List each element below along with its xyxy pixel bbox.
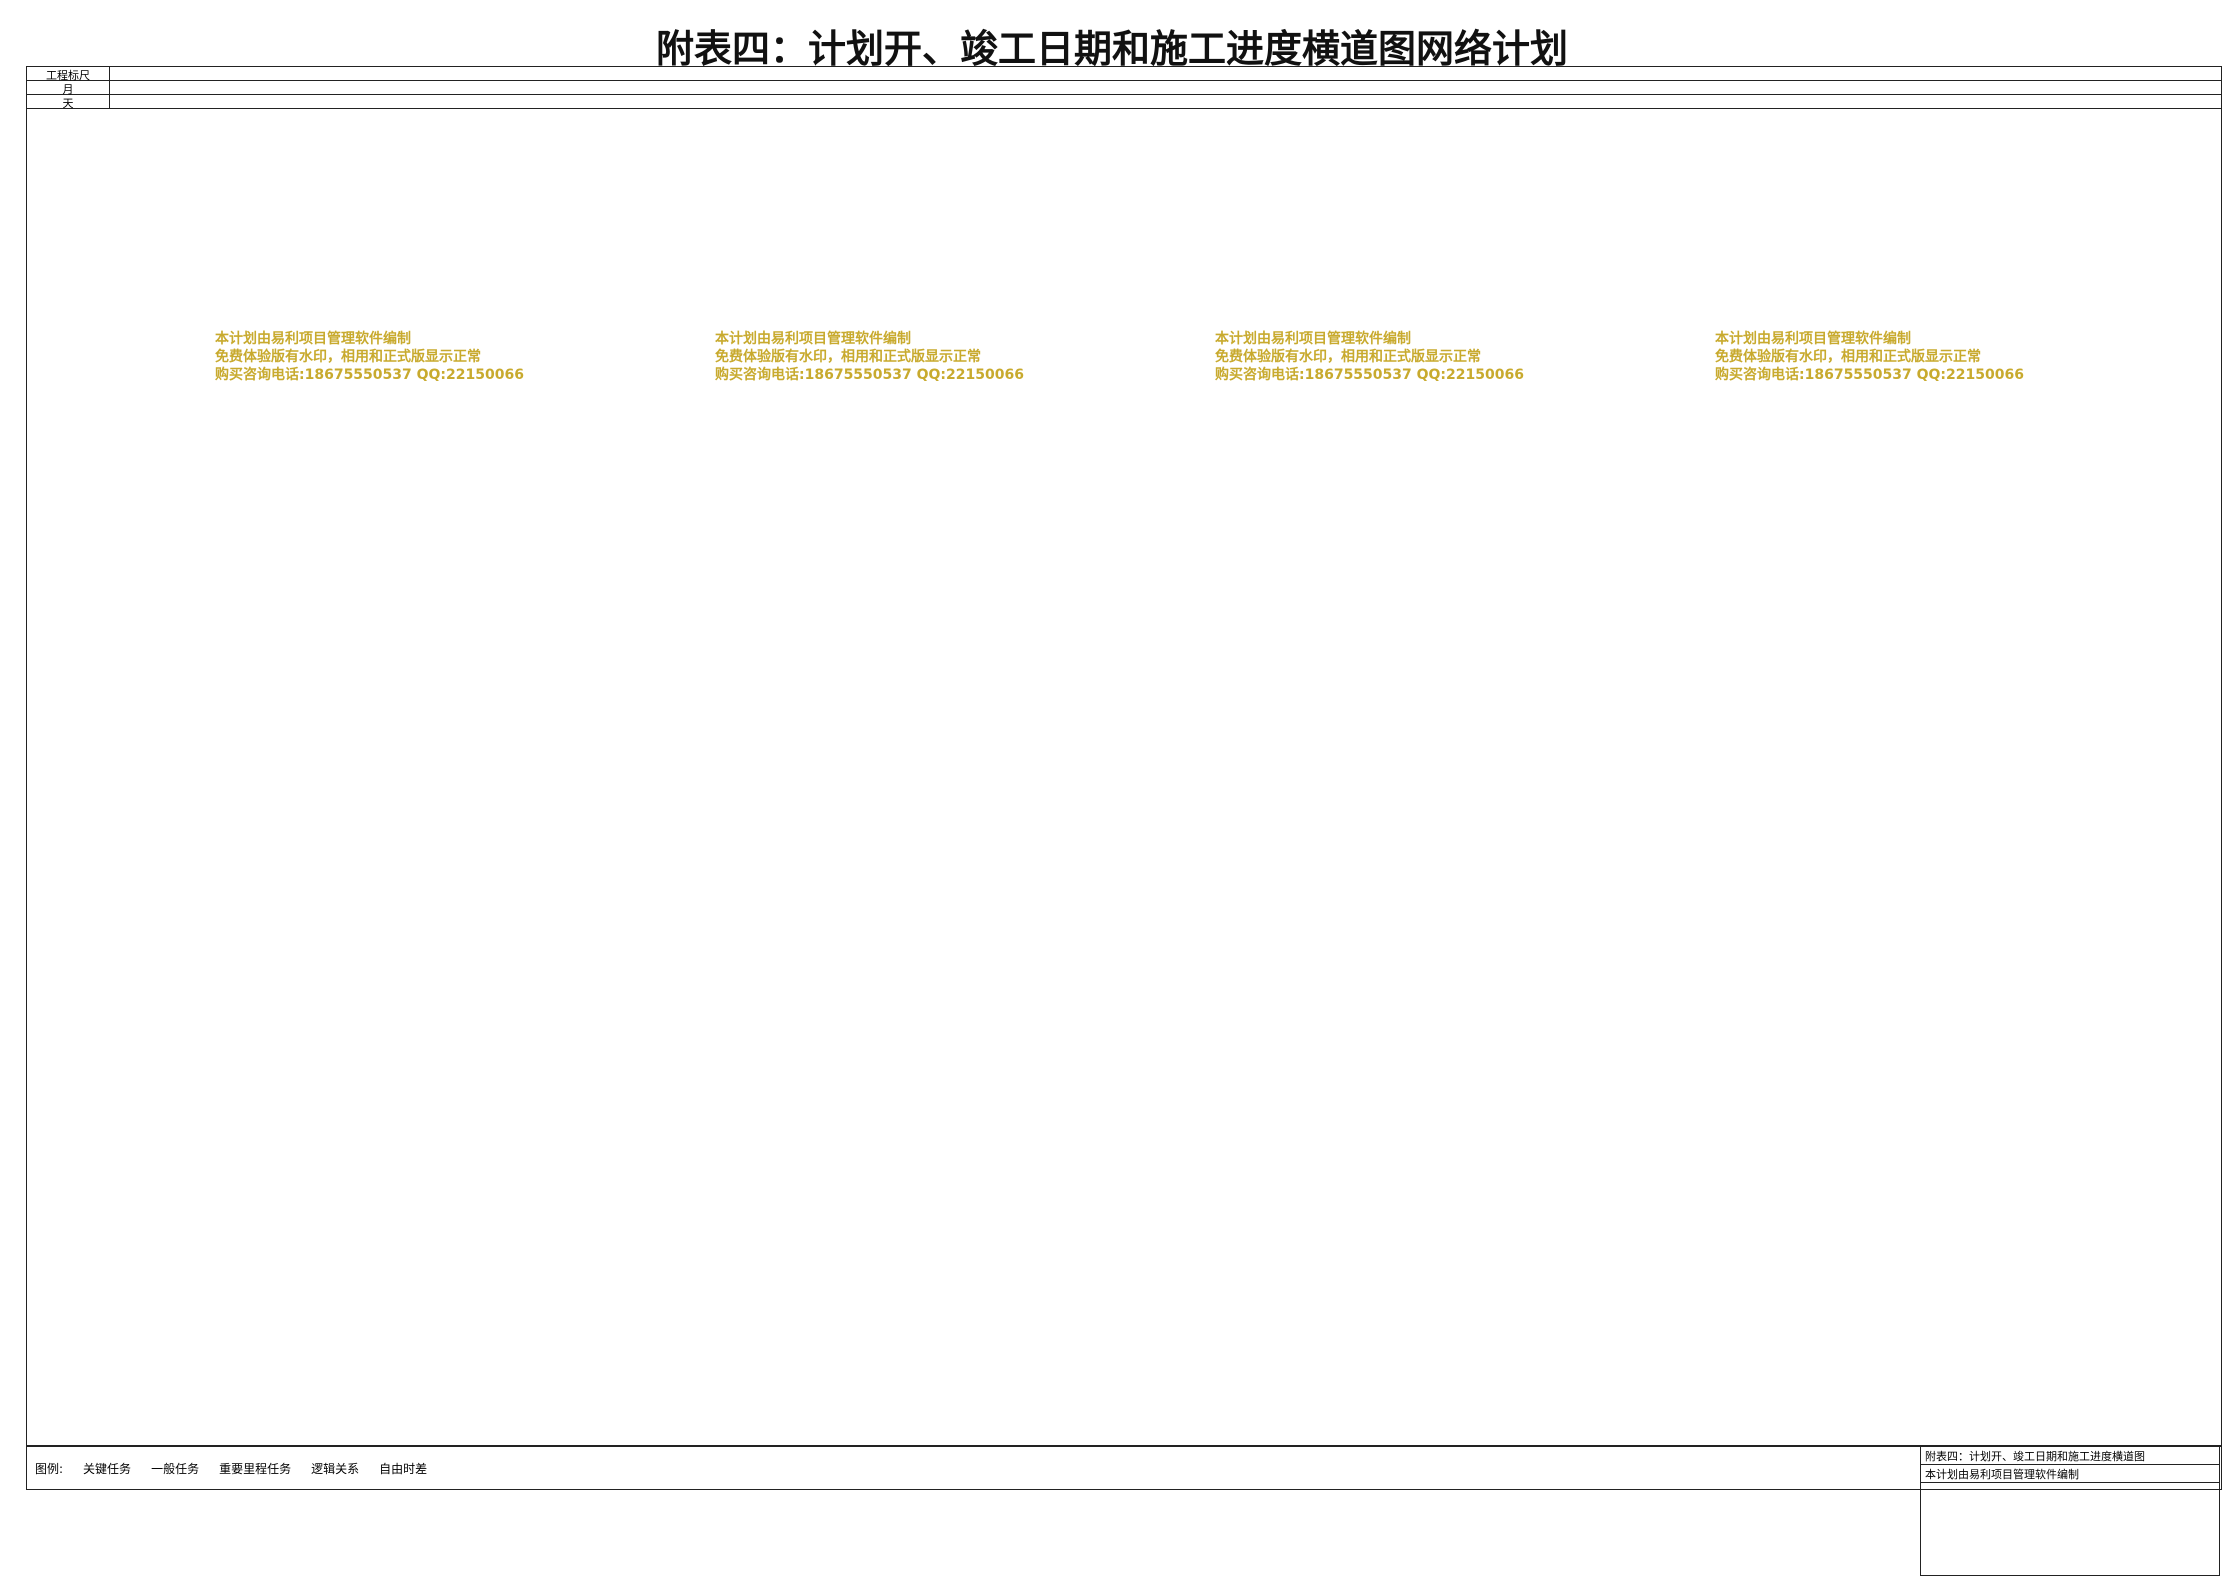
header-row-month: 月 bbox=[27, 81, 2221, 96]
header-row-day: 天 bbox=[27, 95, 2221, 110]
info-box: 附表四：计划开、竣工日期和施工进度横道图 本计划由易利项目管理软件编制 bbox=[1920, 1446, 2220, 1576]
legend: 图例:关键任务一般任务重要里程任务逻辑关系自由时差 bbox=[26, 1446, 2222, 1490]
page-title: 附表四：计划开、竣工日期和施工进度横道图网络计划 bbox=[655, 26, 1568, 71]
header-row-scale: 工程标尺 bbox=[27, 67, 2221, 82]
network-chart-frame: 工程标尺 月 天 bbox=[26, 66, 2222, 1446]
